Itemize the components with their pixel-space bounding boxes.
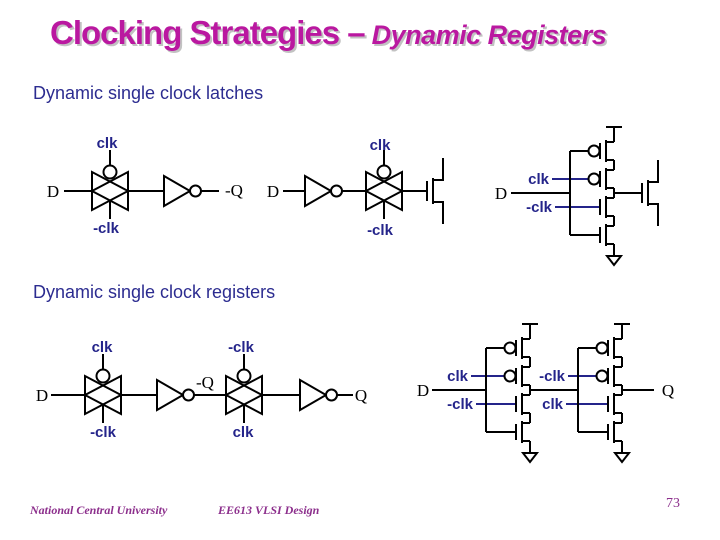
clk-label: clk <box>97 135 119 152</box>
transmission-gate <box>91 149 129 220</box>
transmission-gate <box>365 149 403 220</box>
nclk-label: -clk <box>539 368 566 385</box>
d-label: D <box>47 182 59 201</box>
d-label: D <box>417 381 429 400</box>
transmission-gate <box>84 353 122 424</box>
nclk-label: -clk <box>367 222 394 239</box>
clk-label: clk <box>528 171 550 188</box>
nmos-transistor <box>641 159 659 227</box>
page-number: 73 <box>666 496 680 511</box>
page-title: Clocking Strategies – Dynamic Registers <box>50 14 607 52</box>
nmos-transistor <box>426 157 444 225</box>
title-main: Clocking Strategies – <box>50 14 366 51</box>
inverter <box>304 175 343 207</box>
footer-course: EE613 VLSI Design <box>218 503 320 517</box>
q-label: Q <box>662 381 674 400</box>
section-heading-registers: Dynamic single clock registers <box>33 282 276 302</box>
register-tg-circuit: D clk -clk -Q -clk clk Q <box>36 339 367 441</box>
clk-label: clk <box>370 137 392 154</box>
footer-university: National Central University <box>30 503 168 517</box>
register-c2mos-circuit: D clk -clk -clk clk Q <box>417 323 674 463</box>
c2mos-stack <box>577 323 631 463</box>
nclk-label: -clk <box>447 396 474 413</box>
d-label: D <box>495 184 507 203</box>
nq-label: -Q <box>225 181 243 200</box>
latch-c2mos-circuit: D clk -clk <box>495 126 659 266</box>
d-label: D <box>36 386 48 405</box>
inverter <box>163 175 202 207</box>
q-label: Q <box>355 386 367 405</box>
nq-label: -Q <box>196 373 214 392</box>
c2mos-stack <box>485 323 539 463</box>
nclk-label: -clk <box>93 220 120 237</box>
inverter <box>299 379 338 411</box>
nclk-label: -clk <box>526 199 553 216</box>
clk-label: clk <box>233 424 255 441</box>
transmission-gate <box>225 353 263 424</box>
nclk-label: -clk <box>228 339 255 356</box>
d-label: D <box>267 182 279 201</box>
title-accent: Dynamic Registers <box>364 20 607 50</box>
section-heading-latches: Dynamic single clock latches <box>33 83 264 103</box>
nclk-label: -clk <box>90 424 117 441</box>
latch-tg-inverter-circuit: D clk -clk -Q <box>47 135 243 237</box>
inverter <box>156 379 195 411</box>
clk-label: clk <box>542 396 564 413</box>
latch-inverter-tg-circuit: D clk -clk <box>267 137 444 239</box>
c2mos-stack <box>569 126 623 266</box>
clk-label: clk <box>447 368 469 385</box>
clk-label: clk <box>92 339 114 356</box>
